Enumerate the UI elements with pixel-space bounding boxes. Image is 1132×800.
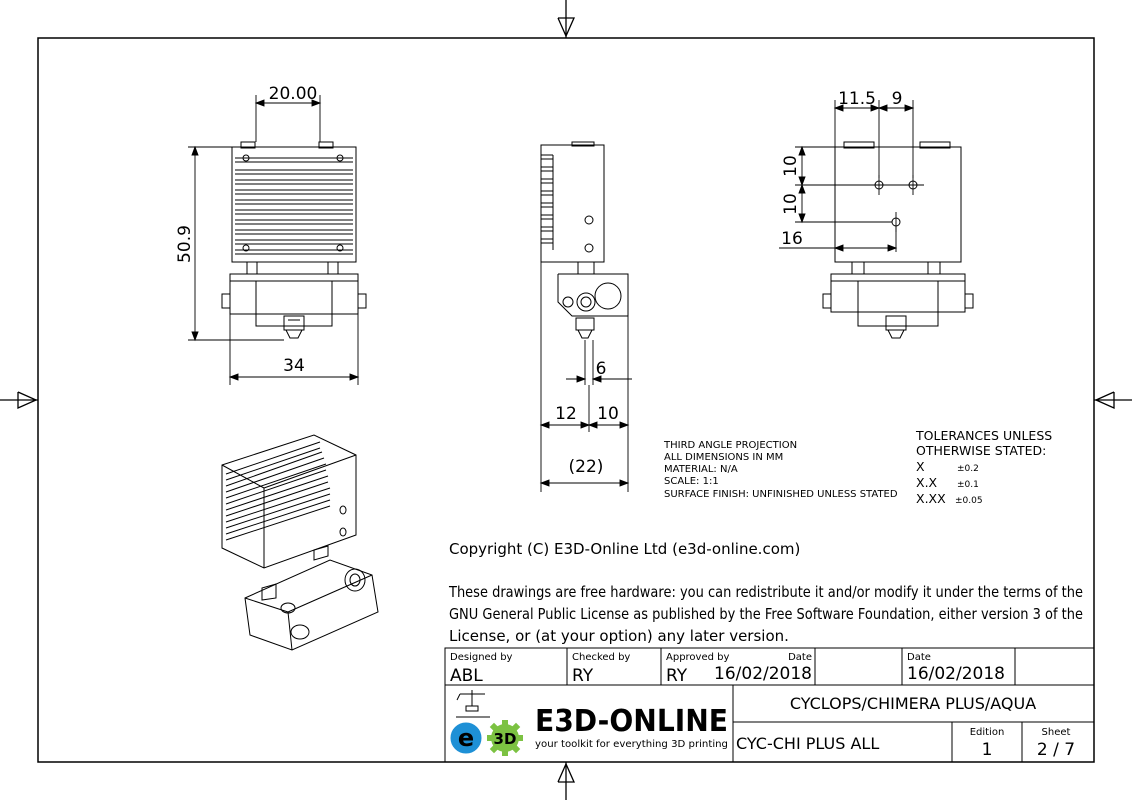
note-line: ALL DIMENSIONS IN MM xyxy=(664,452,783,463)
tolerance-value: ±0.2 xyxy=(957,464,979,474)
e3d-logo: e 3D E3D-ONLINE your toolkit for everyth… xyxy=(451,690,728,756)
dim-front-width-top: 20.00 xyxy=(269,84,318,104)
logo-e-letter: e xyxy=(458,724,474,752)
note-line: SCALE: 1:1 xyxy=(664,476,719,487)
tolerances-title-2: OTHERWISE STATED: xyxy=(916,443,1046,458)
drawing-title: CYCLOPS/CHIMERA PLUS/AQUA xyxy=(790,694,1036,713)
tolerance-label: X.XX xyxy=(916,491,946,506)
dim-side-nozzle-offset: 6 xyxy=(596,359,607,379)
sheet-value: 2 / 7 xyxy=(1037,740,1075,760)
dim-back-x1: 11.5 xyxy=(838,89,876,109)
date-label: Date xyxy=(907,652,931,663)
license-line: These drawings are free hardware: you ca… xyxy=(448,583,1083,601)
dim-front-height: 50.9 xyxy=(175,225,195,263)
side-dimensions xyxy=(541,262,632,492)
logo-tagline: your toolkit for everything 3D printing xyxy=(535,739,728,750)
approved-date-value: 16/02/2018 xyxy=(714,664,812,684)
note-line: MATERIAL: N/A xyxy=(664,464,738,475)
logo-gear-icon xyxy=(487,720,523,756)
edition-label: Edition xyxy=(970,727,1005,738)
checked-by-value: RY xyxy=(572,666,594,686)
edition-value: 1 xyxy=(982,740,993,760)
logo-e-badge xyxy=(451,723,481,753)
approved-date-label: Date xyxy=(788,652,812,663)
tolerance-label: X.X xyxy=(916,475,938,490)
tolerances-block: TOLERANCES UNLESS OTHERWISE STATED: X ±0… xyxy=(915,428,1052,506)
designed-by-value: ABL xyxy=(450,666,483,686)
dim-back-x3: 16 xyxy=(781,229,803,249)
tolerance-value: ±0.05 xyxy=(955,496,983,506)
side-view xyxy=(541,142,628,338)
approved-by-label: Approved by xyxy=(666,652,729,663)
title-block xyxy=(445,648,1094,762)
front-dimensions xyxy=(188,95,358,385)
tolerance-label: X xyxy=(916,459,925,474)
back-dimensions xyxy=(779,100,924,252)
dim-front-width-bottom: 34 xyxy=(283,356,305,376)
dim-back-x2: 9 xyxy=(892,89,903,109)
dim-back-y1: 10 xyxy=(781,155,801,177)
license-line: License, or (at your option) any later v… xyxy=(449,627,789,645)
approved-by-value: RY xyxy=(666,666,688,686)
front-view xyxy=(222,142,366,338)
dim-back-y2: 10 xyxy=(781,193,801,215)
part-number: CYC-CHI PLUS ALL xyxy=(736,734,879,753)
sheet-label: Sheet xyxy=(1042,727,1071,738)
note-line: SURFACE FINISH: UNFINISHED UNLESS STATED xyxy=(664,489,898,500)
designed-by-label: Designed by xyxy=(450,652,513,663)
tolerance-value: ±0.1 xyxy=(957,480,979,490)
checked-by-label: Checked by xyxy=(572,652,630,663)
date-value: 16/02/2018 xyxy=(907,664,1005,684)
license-text: Copyright (C) E3D-Online Ltd (e3d-online… xyxy=(448,540,1083,645)
drawing-notes: THIRD ANGLE PROJECTION ALL DIMENSIONS IN… xyxy=(663,440,898,500)
dim-side-left: 12 xyxy=(555,404,577,424)
back-view xyxy=(823,142,973,338)
logo-name: E3D-ONLINE xyxy=(535,704,728,739)
printer-icon xyxy=(456,690,490,717)
dim-side-total: (22) xyxy=(569,457,604,477)
note-line: THIRD ANGLE PROJECTION xyxy=(663,440,797,451)
dim-side-right: 10 xyxy=(597,404,619,424)
license-line: GNU General Public License as published … xyxy=(449,605,1083,623)
logo-3d-text: 3D xyxy=(494,730,517,748)
tolerances-title-1: TOLERANCES UNLESS xyxy=(915,428,1052,443)
isometric-view xyxy=(222,435,378,650)
copyright-line: Copyright (C) E3D-Online Ltd (e3d-online… xyxy=(449,540,800,558)
